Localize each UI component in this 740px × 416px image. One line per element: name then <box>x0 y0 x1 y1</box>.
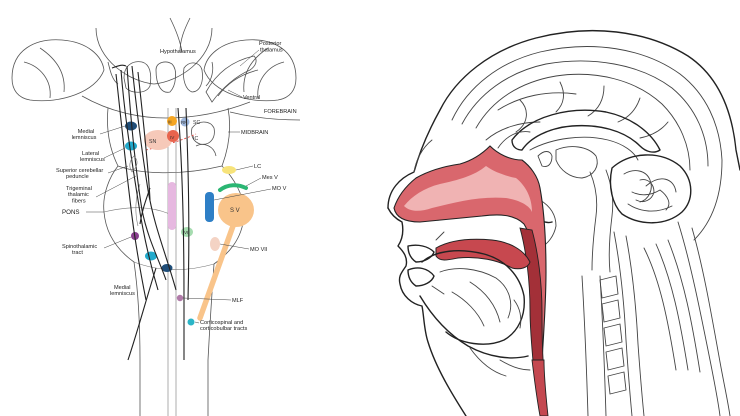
mo-vii-nucleus <box>210 237 220 251</box>
rn-marker: RN <box>181 120 187 125</box>
trachea <box>531 359 549 416</box>
forebrain-label: FOREBRAIN <box>264 109 297 115</box>
rn-text: IV <box>170 135 175 140</box>
rn-nucleus <box>167 130 179 142</box>
corticospinal-marker <box>187 318 195 326</box>
lateral-lemniscus-marker <box>125 141 137 151</box>
sn-nucleus <box>144 130 172 150</box>
iv-nucleus <box>180 117 190 127</box>
midbrain-label: MIDBRAIN <box>241 130 268 136</box>
spinal-trigeminal-tract <box>197 223 236 321</box>
mo-v-nucleus <box>205 192 214 222</box>
lc-label: LC <box>254 164 261 170</box>
airway-highlight <box>404 166 532 212</box>
pons-tract <box>168 182 176 230</box>
sn-marker: SN <box>149 139 156 145</box>
mlf-marker <box>176 294 184 302</box>
s-v-nucleus <box>218 193 254 227</box>
mo-vii-label: MO VII <box>250 247 268 253</box>
head-sagittal-section <box>387 30 740 416</box>
sc-marker: SC <box>193 120 200 126</box>
mlf-label: MLF <box>232 298 244 304</box>
ic-marker: IC <box>193 136 198 142</box>
ventral-label: Ventral <box>243 95 260 101</box>
mes-v-label: Mes V <box>262 175 278 181</box>
vi-marker: VI <box>184 230 188 235</box>
pons-label: PONS <box>62 209 80 216</box>
brainstem-diagram: SN IV III RN SC IC S V VI Hypothalamus P… <box>11 17 301 416</box>
s-v-marker: S V <box>230 208 240 214</box>
medial-lemniscus-marker-top <box>125 121 137 131</box>
iii-nucleus <box>167 116 177 126</box>
mo-v-label: MO V <box>272 186 287 192</box>
hypothalamus-label: Hypothalamus <box>160 49 196 55</box>
iii-marker: III <box>168 120 172 125</box>
lc-nucleus <box>222 166 236 174</box>
mes-v-nucleus <box>218 183 248 192</box>
